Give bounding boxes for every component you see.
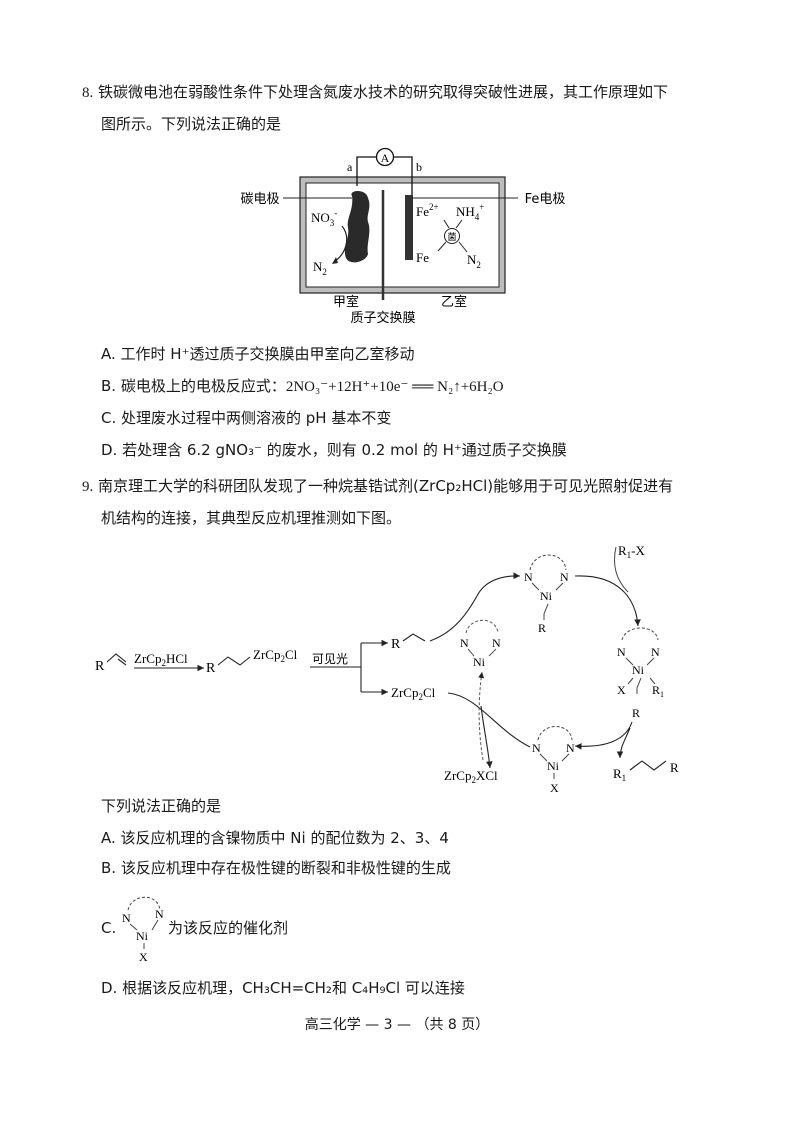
svg-text:R: R	[538, 621, 546, 635]
svg-text:N: N	[560, 570, 569, 584]
svg-text:R1-X: R1-X	[618, 543, 646, 560]
q8-option-b[interactable]: B. 碳电极上的电极反应式：2NO₃⁻+12H⁺+10e⁻ ══ N₂↑+6H₂…	[101, 377, 504, 395]
q8-stem-line2: 图所示。下列说法正确的是	[101, 115, 282, 133]
q8-electrochem-diagram: A a b 碳电极 Fe电极 NO3- N2 Fe2+ NH4+ 菌 Fe N2…	[240, 147, 566, 326]
svg-text:R: R	[391, 637, 401, 652]
q9-option-c[interactable]: C.	[101, 919, 117, 937]
q9-option-b[interactable]: B. 该反应机理中存在极性键的断裂和非极性键的生成	[101, 859, 451, 877]
carbon-electrode-label: 碳电极	[240, 192, 279, 207]
svg-text:ZrCp2Cl: ZrCp2Cl	[391, 685, 436, 702]
svg-text:N: N	[492, 636, 501, 650]
svg-text:ZrCp2XCl: ZrCp2XCl	[444, 768, 498, 785]
svg-text:Ni: Ni	[540, 589, 553, 603]
left-chamber-label: 甲室	[333, 294, 359, 310]
svg-text:X: X	[550, 781, 559, 795]
svg-text:N: N	[155, 907, 164, 921]
q8-option-a[interactable]: A. 工作时 H⁺透过质子交换膜由甲室向乙室移动	[101, 345, 415, 363]
svg-text:R: R	[632, 706, 640, 720]
q9-stem-line1: 9. 南京理工大学的科研团队发现了一种烷基锆试剂(ZrCp₂HCl)能够用于可见…	[82, 477, 674, 495]
svg-text:菌: 菌	[447, 231, 456, 243]
q9-option-c-text: 为该反应的催化剂	[168, 919, 289, 937]
q8-number: 8.	[82, 85, 94, 101]
q9-mechanism-diagram: R ZrCp2HCl R ZrCp2Cl 可见光 R ZrCp2Cl N N N…	[95, 543, 679, 795]
q8-stem-text: 铁碳微电池在弱酸性条件下处理含氮废水技术的研究取得突破性进展，其工作原理如下	[98, 83, 669, 101]
svg-text:N: N	[122, 911, 131, 925]
q8-option-d[interactable]: D. 若处理含 6.2 gNO₃⁻ 的废水，则有 0.2 mol 的 H⁺通过质…	[101, 441, 567, 459]
svg-text:Ni: Ni	[632, 663, 645, 677]
svg-text:N: N	[460, 636, 469, 650]
ammeter-label: A	[381, 151, 390, 165]
page-footer: 高三化学 — 3 — （共 8 页）	[304, 1017, 490, 1033]
svg-text:N: N	[524, 570, 533, 584]
svg-text:N: N	[532, 741, 541, 755]
svg-text:可见光: 可见光	[312, 652, 348, 666]
svg-text:N: N	[617, 645, 626, 659]
svg-text:R: R	[670, 760, 679, 775]
carbon-electrode	[344, 191, 370, 263]
q9-option-d[interactable]: D. 根据该反应机理，CH₃CH=CH₂和 C₄H₉Cl 可以连接	[101, 979, 465, 997]
svg-text:X: X	[139, 950, 148, 964]
q8-stem-line1: 8. 铁碳微电池在弱酸性条件下处理含氮废水技术的研究取得突破性进展，其工作原理如…	[82, 82, 668, 103]
q8-option-c[interactable]: C. 处理废水过程中两侧溶液的 pH 基本不变	[101, 409, 392, 427]
membrane-label: 质子交换膜	[350, 310, 415, 326]
svg-text:N: N	[566, 741, 575, 755]
q9-option-a[interactable]: A. 该反应机理的含镍物质中 Ni 的配位数为 2、3、4	[101, 829, 449, 847]
svg-text:X: X	[617, 683, 626, 697]
fe-electrode-label: Fe电极	[525, 192, 566, 207]
q9-option-c-structure: N N Ni X	[122, 896, 164, 964]
svg-text:Ni: Ni	[136, 929, 149, 943]
svg-text:Ni: Ni	[473, 655, 486, 669]
svg-text:R: R	[95, 659, 105, 674]
fe-electrode	[405, 195, 413, 260]
terminal-a: a	[347, 160, 353, 174]
q9-stem-line2: 机结构的连接，其典型反应机理推测如下图。	[101, 509, 402, 527]
svg-text:R: R	[206, 661, 216, 676]
svg-text:ZrCp2Cl: ZrCp2Cl	[253, 647, 298, 664]
svg-text:Ni: Ni	[547, 759, 560, 773]
right-chamber-label: 乙室	[441, 294, 467, 310]
svg-text:N: N	[651, 645, 660, 659]
q9-number: 9.	[82, 479, 94, 495]
svg-text:Fe: Fe	[416, 250, 429, 265]
q9-prompt: 下列说法正确的是	[101, 797, 222, 815]
svg-text:ZrCp2HCl: ZrCp2HCl	[134, 651, 188, 668]
terminal-b: b	[416, 160, 422, 174]
